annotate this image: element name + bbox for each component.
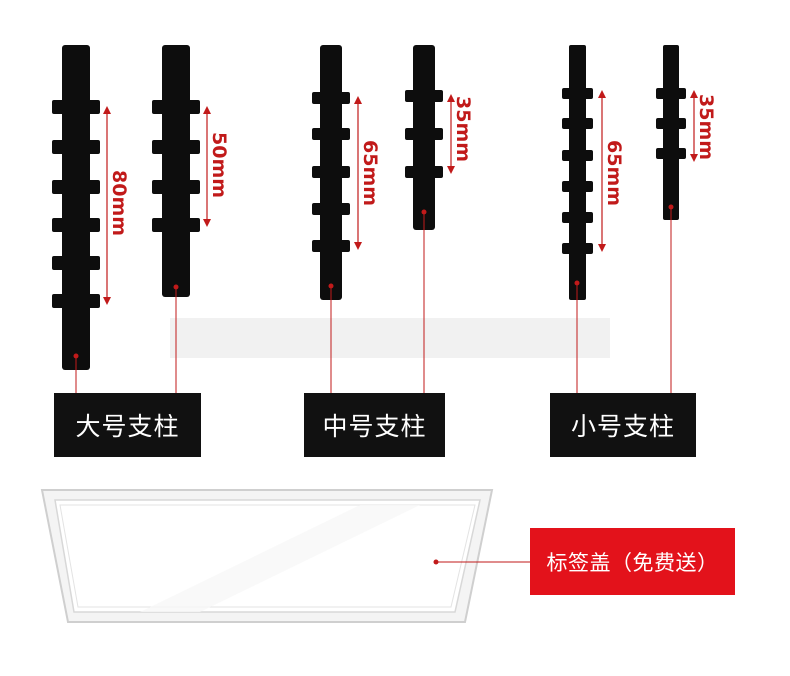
post-medium-short — [405, 45, 443, 230]
dim-small-short: 35mm — [690, 90, 717, 162]
dim-small-long: 65mm — [598, 90, 625, 252]
label-small-posts: 小号支柱 — [550, 393, 696, 457]
post-small-short — [656, 45, 686, 220]
label-large-posts: 大号支柱 — [54, 393, 201, 457]
dim-label-small-long: 65mm — [603, 140, 625, 206]
post-large-long — [52, 45, 100, 370]
dim-medium-long: 65mm — [354, 96, 381, 250]
post-large-short — [152, 45, 200, 297]
post-medium-long — [312, 45, 350, 300]
dim-label-medium-long: 65mm — [359, 140, 381, 206]
post-small-long — [562, 45, 593, 300]
label-medium-posts: 中号支柱 — [304, 393, 445, 457]
dim-label-large-long: 80mm — [108, 170, 130, 236]
label-cover-plate — [40, 489, 494, 623]
dim-label-large-short: 50mm — [208, 132, 230, 198]
dim-medium-short: 35mm — [447, 94, 474, 174]
watermark — [170, 318, 610, 358]
label-cover-free: 标签盖（免费送） — [530, 528, 735, 595]
dim-label-small-short: 35mm — [695, 94, 717, 160]
dim-label-medium-short: 35mm — [452, 96, 474, 162]
dim-large-long: 80mm — [103, 106, 130, 305]
dim-large-short: 50mm — [203, 106, 230, 227]
